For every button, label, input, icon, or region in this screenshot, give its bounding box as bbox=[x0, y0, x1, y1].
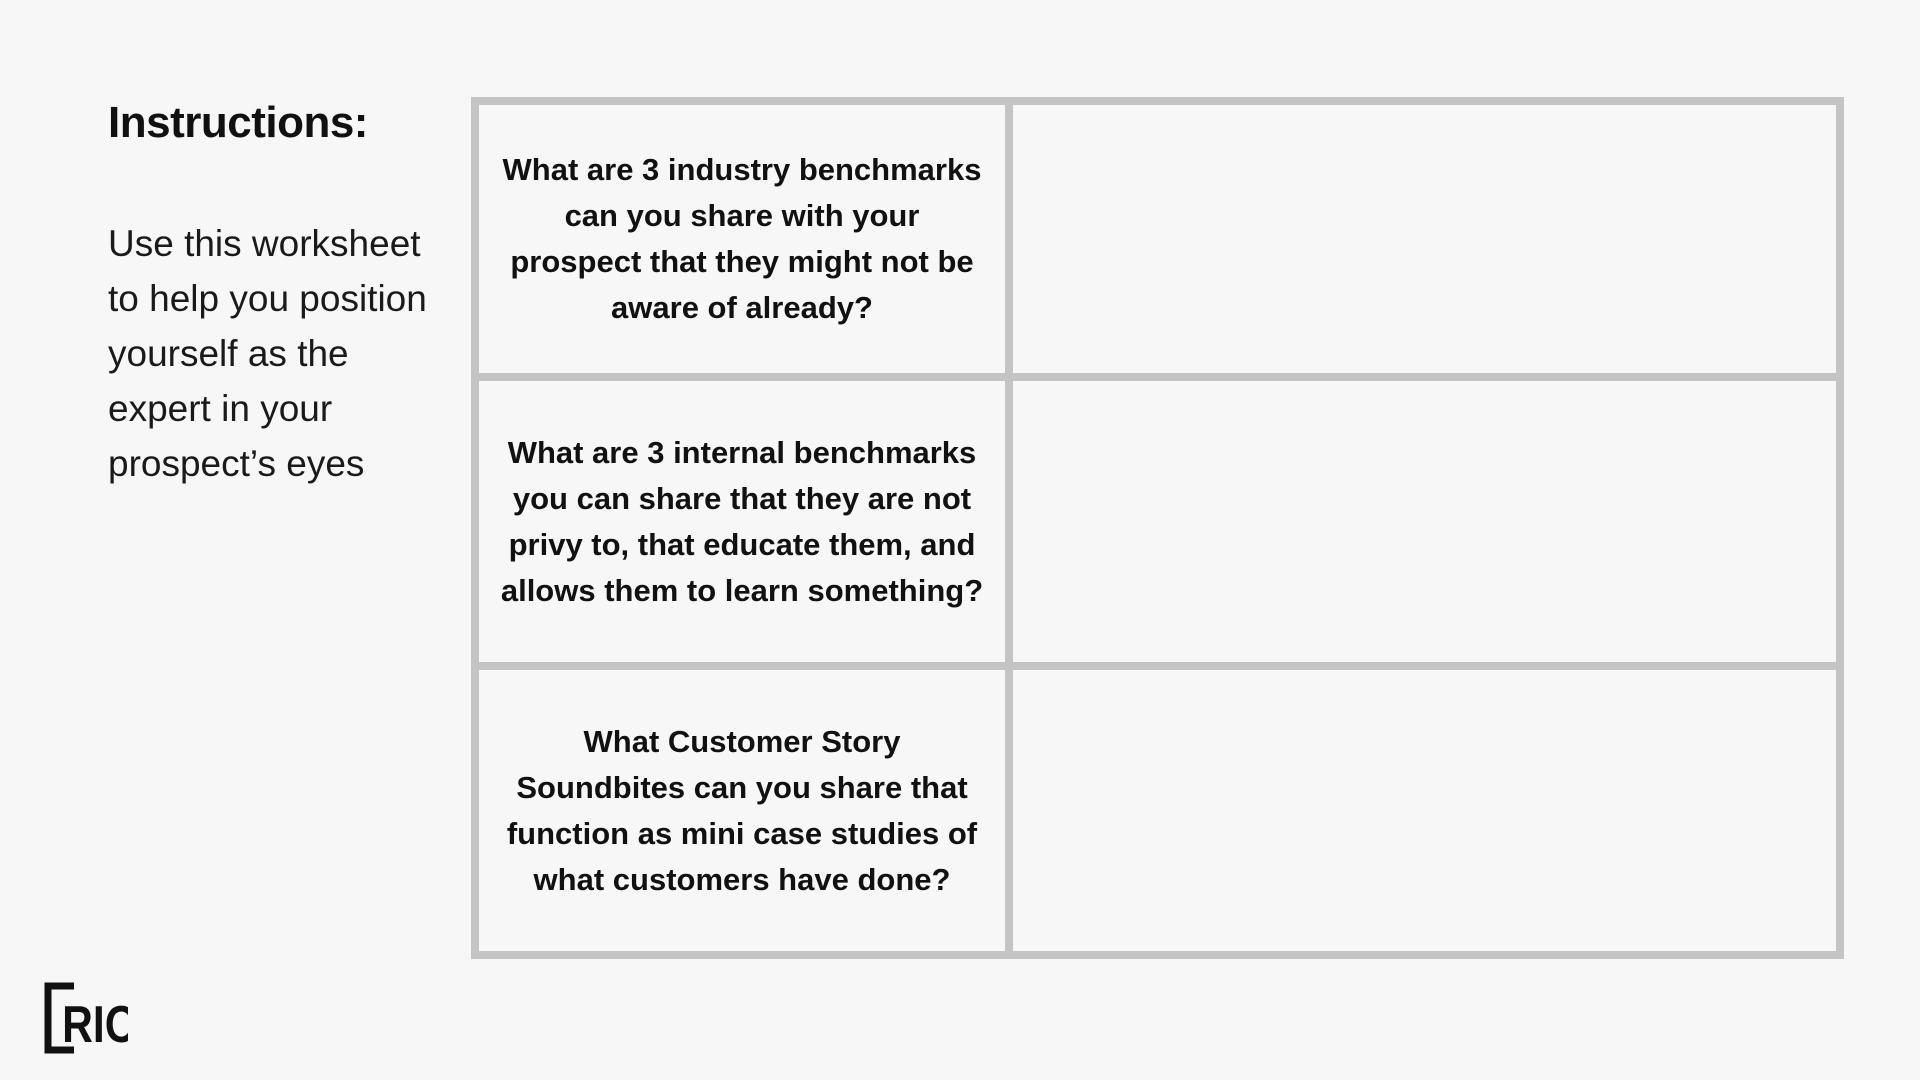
rio-logo-text: RIO bbox=[62, 996, 128, 1054]
answer-cell[interactable] bbox=[1005, 97, 1844, 381]
rio-logo: RIO bbox=[44, 982, 128, 1054]
worksheet-table: What are 3 industry benchmarks can you s… bbox=[471, 97, 1844, 959]
answer-cell[interactable] bbox=[1005, 662, 1844, 959]
instructions-body: Use this worksheet to help you position … bbox=[108, 223, 427, 484]
question-cell: What are 3 industry benchmarks can you s… bbox=[471, 97, 1013, 381]
table-row: What are 3 internal benchmarks you can s… bbox=[471, 373, 1844, 670]
table-row: What are 3 industry benchmarks can you s… bbox=[471, 97, 1844, 381]
instructions-title: Instructions: bbox=[108, 98, 368, 147]
question-cell: What are 3 internal benchmarks you can s… bbox=[471, 373, 1013, 670]
table-row: What Customer Story Soundbites can you s… bbox=[471, 662, 1844, 959]
question-cell: What Customer Story Soundbites can you s… bbox=[471, 662, 1013, 959]
instructions-panel: Instructions: Use this worksheet to help… bbox=[108, 96, 448, 491]
answer-cell[interactable] bbox=[1005, 373, 1844, 670]
